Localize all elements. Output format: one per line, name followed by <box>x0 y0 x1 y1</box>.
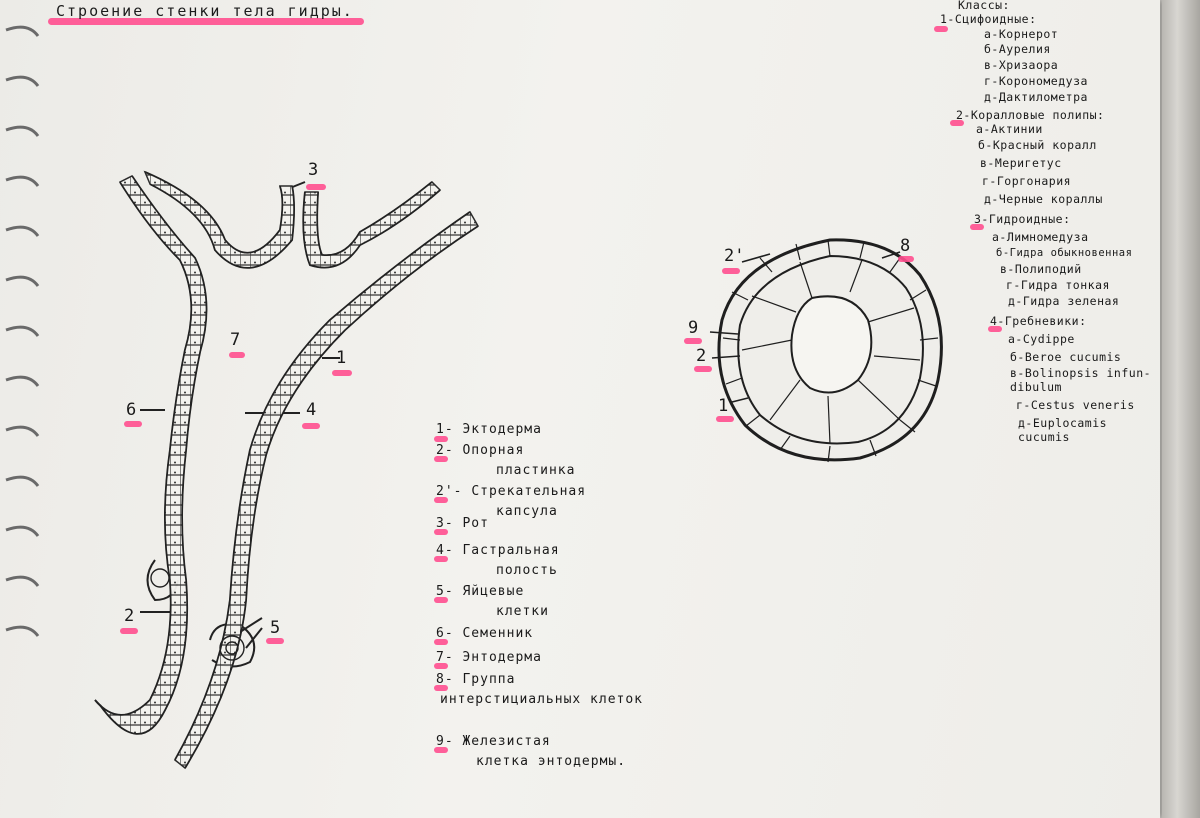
class-item: а-Актинии <box>976 122 1043 136</box>
class-item: г-Корономедуза <box>984 74 1088 88</box>
class-item: д-Euplocamis cucumis <box>1018 416 1108 444</box>
class-item: в-Bolinopsis infun-dibulum <box>1010 366 1152 394</box>
legend-mark <box>434 529 448 535</box>
class-group-mark <box>970 224 984 230</box>
class-group-mark <box>950 120 964 126</box>
class-item: г-Cestus veneris <box>1016 398 1135 412</box>
legend-mark <box>434 639 448 645</box>
cross-label-9-mark <box>684 338 702 344</box>
cross-label-2: 2 <box>696 346 707 366</box>
class-item: б-Beroe cucumis <box>1010 350 1122 364</box>
class-item: д-Гидра зеленая <box>1008 294 1120 308</box>
label-3: 3 <box>308 160 319 180</box>
page-stack-edge <box>1162 0 1200 818</box>
cross-label-1: 1 <box>718 396 729 416</box>
legend-mark <box>434 456 448 462</box>
legend-item: 3- Рот <box>436 516 489 531</box>
class-group-name: 2-Коралловые полипы: <box>956 108 1105 122</box>
label-1-mark <box>332 370 352 376</box>
class-item: б-Аурелия <box>984 42 1051 56</box>
legend-mark <box>434 663 448 669</box>
legend-mark <box>434 685 448 691</box>
title-highlight <box>48 18 364 25</box>
legend-item: 1- Эктодерма <box>436 422 542 437</box>
label-2-mark <box>120 628 138 634</box>
label-3-mark <box>306 184 326 190</box>
class-item: в-Полиподий <box>1000 262 1082 276</box>
class-item: г-Горгонария <box>982 174 1072 188</box>
label-4: 4 <box>306 400 317 420</box>
class-item: г-Гидра тонкая <box>1006 278 1110 292</box>
class-group-mark <box>988 326 1002 332</box>
label-4-mark <box>302 423 320 429</box>
class-group-name: 4-Гребневики: <box>990 314 1087 328</box>
legend-mark <box>434 436 448 442</box>
cross-label-1-mark <box>716 416 734 422</box>
label-5: 5 <box>270 618 281 638</box>
cross-label-2prime: 2' <box>724 246 745 266</box>
class-group-name: 1-Сцифоидные: <box>940 12 1037 26</box>
legend-mark <box>434 556 448 562</box>
legend-item: 6- Семенник <box>436 626 534 641</box>
label-6: 6 <box>126 400 137 420</box>
classes-heading: Классы: <box>958 0 1010 12</box>
hydra-longitudinal-section <box>94 170 480 770</box>
label-1: 1 <box>336 348 347 368</box>
class-item: б-Гидра обыкновенная <box>996 247 1133 259</box>
legend-mark <box>434 497 448 503</box>
class-item: а-Лимномедуза <box>992 230 1089 244</box>
label-7: 7 <box>230 330 241 350</box>
label-7-mark <box>229 352 245 358</box>
spiral-binding <box>5 25 40 637</box>
class-item: а-Корнерот <box>984 27 1059 41</box>
class-group-name: 3-Гидроидные: <box>974 212 1071 226</box>
cross-label-2prime-mark <box>722 268 740 274</box>
cross-label-9: 9 <box>688 318 699 338</box>
class-item: в-Хризаора <box>984 58 1059 72</box>
class-item: в-Меригетус <box>980 156 1062 170</box>
class-item: а-Cydippe <box>1008 332 1075 346</box>
notebook-page <box>0 0 1160 818</box>
label-5-mark <box>266 638 284 644</box>
cross-label-8: 8 <box>900 236 911 256</box>
legend-mark <box>434 597 448 603</box>
page-title: Строение стенки тела гидры. <box>56 2 354 20</box>
cross-label-8-mark <box>898 256 914 262</box>
class-item: д-Черные кораллы <box>984 192 1103 206</box>
label-6-mark <box>124 421 142 427</box>
legend-mark <box>434 747 448 753</box>
class-item: д-Дактилометра <box>984 90 1088 104</box>
class-group-mark <box>934 26 948 32</box>
class-item: б-Красный коралл <box>978 138 1097 152</box>
label-2: 2 <box>124 606 135 626</box>
cross-label-2-mark <box>694 366 712 372</box>
legend-item: 7- Энтодерма <box>436 650 542 665</box>
